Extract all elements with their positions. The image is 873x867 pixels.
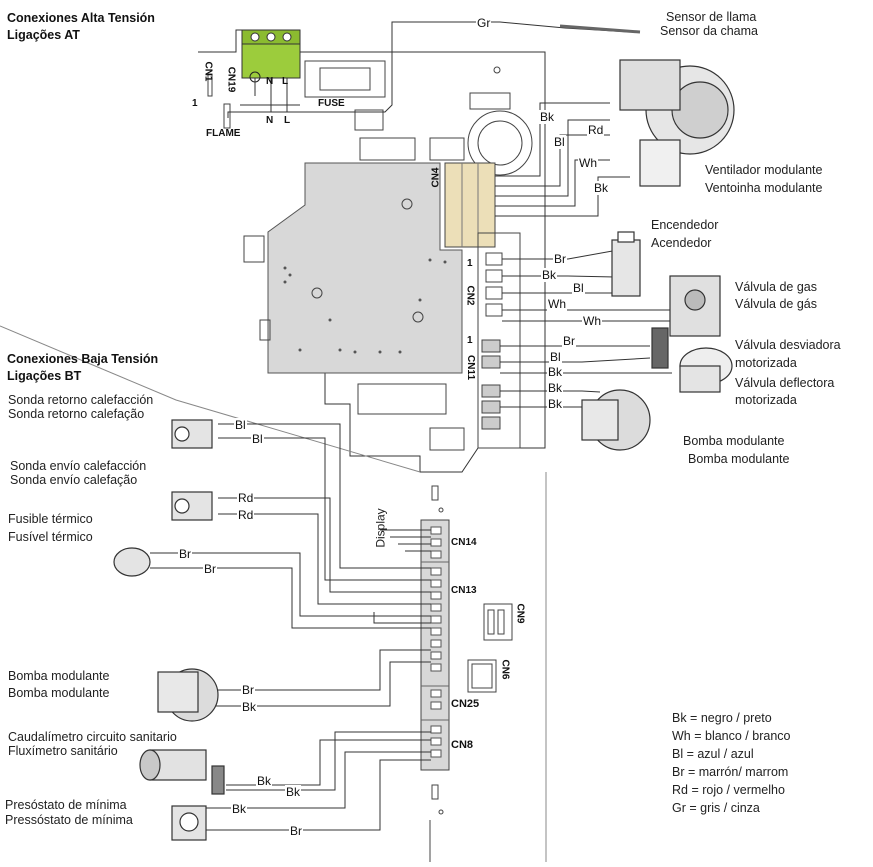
display-label: Display (373, 508, 388, 548)
thermal-fuse-label-pt: Fusível térmico (8, 530, 93, 544)
cn13-label: CN13 (451, 585, 477, 596)
flow-probe-label-pt: Sonda envío calefação (10, 473, 138, 487)
pump-right-label-pt: Bomba modulante (688, 452, 790, 466)
diverter-label-1: Válvula desviadora (735, 338, 841, 352)
wire-tag-bk-fan2: Bk (593, 181, 610, 195)
legend-item: Bk = negro / preto (672, 711, 772, 725)
wire-tag-bk-flowmeter1: Bk (256, 774, 273, 788)
wire-tag-bk-fan1: Bk (539, 110, 556, 124)
fan-label-es: Ventilador modulante (705, 163, 823, 177)
terminal-n-label: N (266, 115, 274, 126)
high-voltage-heading-pt: Ligações AT (7, 28, 80, 42)
legend-item: Wh = blanco / branco (672, 729, 791, 743)
wire-tag-bl-return2: Bl (251, 432, 264, 446)
flame-label: FLAME (206, 128, 241, 139)
gas-valve-label-es: Válvula de gas (735, 280, 818, 294)
flame-sensor-label-es: Sensor de llama (666, 10, 757, 24)
flame-sensor-label-pt: Sensor da chama (660, 24, 758, 38)
cn2-label: CN2 (464, 285, 476, 306)
cn19-n-label: N (266, 76, 274, 87)
low-voltage-heading-pt: Ligações BT (7, 369, 82, 383)
wire-tag-rd-fan: Rd (587, 123, 605, 137)
cn9-label: CN9 (514, 603, 526, 624)
wire-tag-br-diverter: Br (562, 334, 576, 348)
pump-left-label-pt: Bomba modulante (8, 686, 110, 700)
color-legend: Bk = negro / preto Wh = blanco / branco … (672, 709, 790, 817)
cn19-label: CN19 (225, 66, 237, 93)
igniter-label-pt: Acendedor (651, 236, 712, 250)
thermal-fuse-label-es: Fusible térmico (8, 512, 93, 526)
fuse-label: FUSE (318, 98, 345, 109)
flow-probe-label-es: Sonda envío calefacción (10, 459, 147, 473)
diverter-label-2: motorizada (735, 356, 797, 370)
igniter-label-es: Encendedor (651, 218, 719, 232)
wire-tag-wh-gas1: Wh (547, 297, 567, 311)
wire-tag-bk-igniter: Bk (541, 268, 558, 282)
wire-tag-br-fuse2: Br (203, 562, 217, 576)
legend-item: Br = marrón/ marrom (672, 765, 789, 779)
return-probe-label-pt: Sonda retorno calefação (8, 407, 145, 421)
wire-tag-bl-fan: Bl (553, 135, 566, 149)
legend-item: Rd = rojo / vermelho (672, 783, 785, 797)
flowmeter-label-es: Caudalímetro circuito sanitario (8, 730, 177, 744)
fan-label-pt: Ventoinha modulante (705, 181, 823, 195)
legend-item: Gr = gris / cinza (672, 801, 760, 815)
cn1-label: CN1 (202, 61, 214, 82)
wire-tag-bk-pump-left: Bk (241, 700, 258, 714)
high-voltage-heading-es: Conexiones Alta Tensión (7, 11, 155, 25)
diverter-label-4: motorizada (735, 393, 797, 407)
wire-tag-bk-pump2: Bk (547, 397, 564, 411)
pump-right-label-es: Bomba modulante (683, 434, 785, 448)
wire-tag-br-pressure: Br (289, 824, 303, 838)
return-probe-label-es: Sonda retorno calefacción (8, 393, 154, 407)
cn1-pin1: 1 (192, 98, 198, 109)
cn2-pin1: 1 (467, 258, 473, 269)
wire-tag-bk-pressure: Bk (231, 802, 248, 816)
wire-tag-bl-gas: Bl (572, 281, 585, 295)
cn11-label: CN11 (465, 354, 477, 381)
wire-tag-bk-diverter: Bk (547, 365, 564, 379)
terminal-l-label: L (284, 115, 291, 126)
wire-tag-bl-return1: Bl (234, 418, 247, 432)
wire-tag-wh-fan: Wh (578, 156, 598, 170)
cn11-pin1: 1 (467, 335, 473, 346)
cn14-label: CN14 (451, 537, 477, 548)
wire-tag-br-igniter: Br (553, 252, 567, 266)
cn6-label: CN6 (499, 659, 511, 680)
wire-tag-bk-flowmeter2: Bk (285, 785, 302, 799)
wire-tag-wh-gas2: Wh (582, 314, 602, 328)
wire-tag-br-pump-left: Br (241, 683, 255, 697)
pump-left-label-es: Bomba modulante (8, 669, 110, 683)
legend-item: Bl = azul / azul (672, 747, 754, 761)
cn19-l-label: L (282, 76, 289, 87)
wire-tag-rd-flow1: Rd (237, 491, 255, 505)
gas-valve-label-pt: Válvula de gás (735, 297, 818, 311)
diverter-label-3: Válvula deflectora (735, 376, 835, 390)
pressure-switch-label-es: Presóstato de mínima (5, 798, 127, 812)
wire-tag-bl-diverter: Bl (549, 350, 562, 364)
wire-tag-gr: Gr (476, 16, 492, 30)
wire-tag-br-fuse1: Br (178, 547, 192, 561)
cn4-label: CN4 (430, 167, 442, 188)
flowmeter-label-pt: Fluxímetro sanitário (8, 744, 118, 758)
cn25-label: CN25 (451, 698, 480, 710)
pressure-switch-label-pt: Pressóstato de mínima (5, 813, 133, 827)
wire-tag-rd-flow2: Rd (237, 508, 255, 522)
cn8-label: CN8 (451, 739, 474, 751)
wire-tag-bk-pump1: Bk (547, 381, 564, 395)
low-voltage-heading-es: Conexiones Baja Tensión (7, 352, 159, 366)
